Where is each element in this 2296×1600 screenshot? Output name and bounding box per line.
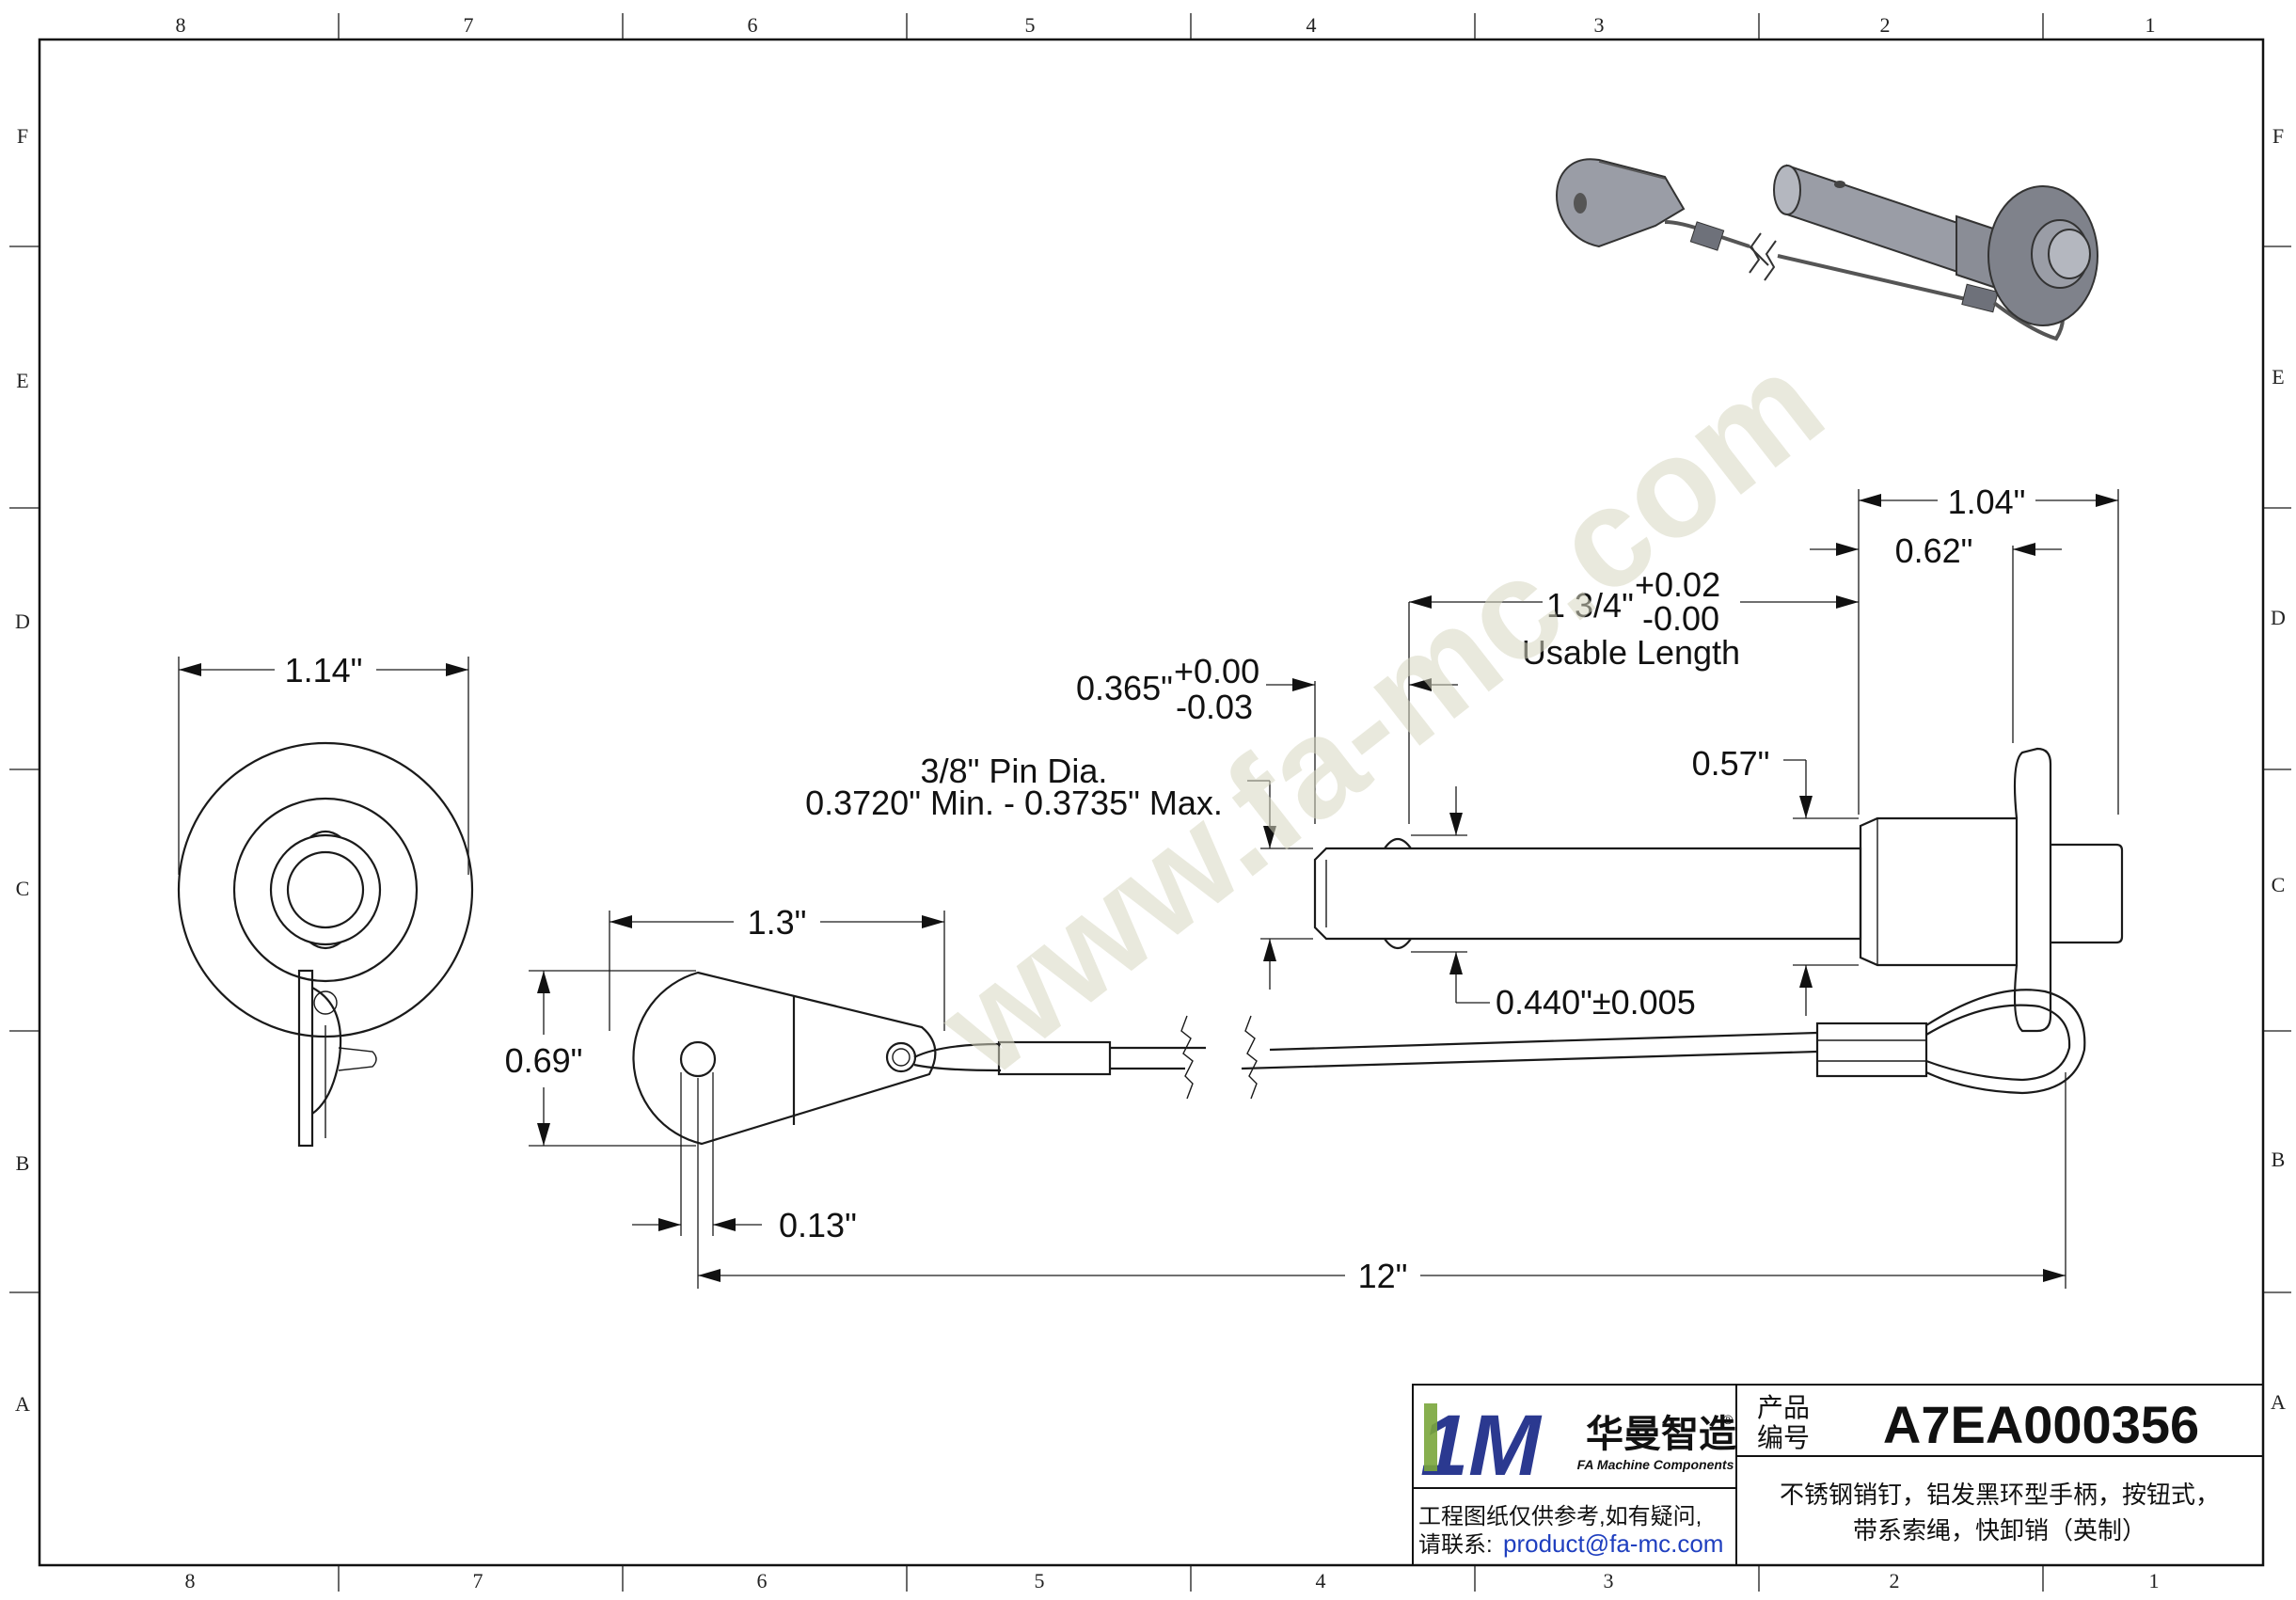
zone-col-bottom-1: 1: [2149, 1569, 2160, 1592]
zone-row-right-F: F: [2272, 124, 2284, 148]
zone-row-left-E: E: [16, 369, 28, 392]
side-view-cable: [913, 989, 2086, 1100]
zone-row-left-B: B: [16, 1151, 30, 1175]
zone-row-right-C: C: [2272, 873, 2286, 896]
part-number: A7EA000356: [1883, 1395, 2199, 1454]
zone-row-left-F: F: [17, 124, 28, 148]
product-label-2: 编号: [1757, 1423, 1810, 1452]
zone-col-bottom-7: 7: [473, 1569, 483, 1592]
dim-label-collar-dia: 0.57": [1692, 744, 1770, 783]
zone-col-bottom-5: 5: [1035, 1569, 1045, 1592]
zone-col-top-1: 1: [2146, 13, 2156, 37]
side-view-handle: [632, 971, 937, 1146]
zone-col-bottom-3: 3: [1604, 1569, 1614, 1592]
zone-col-top-2: 2: [1880, 13, 1891, 37]
dim-label-cable-length: 12": [1358, 1257, 1408, 1295]
dim-label-pin-dia-2: 0.3720" Min. - 0.3735" Max.: [805, 784, 1223, 822]
watermark: www.fa-mc.com: [910, 323, 1851, 1106]
zone-col-top-6: 6: [748, 13, 758, 37]
zone-col-top-8: 8: [176, 13, 186, 37]
zone-row-right-E: E: [2272, 365, 2284, 388]
note-line-1: 工程图纸仅供参考,如有疑问,: [1418, 1504, 1702, 1529]
description-line-1: 不锈钢销钉，铝发黑环型手柄，按钮式，: [1780, 1481, 2220, 1509]
zone-col-top-5: 5: [1025, 13, 1036, 37]
logo-sub: FA Machine Components: [1577, 1457, 1734, 1472]
zone-row-right-B: B: [2272, 1148, 2286, 1171]
dim-handle-length: 1.3": [609, 903, 945, 1031]
zone-row-right-D: D: [2271, 606, 2286, 629]
note-line-2-prefix: 请联系:: [1418, 1532, 1493, 1558]
dim-front-width: 1.14": [178, 651, 469, 875]
dim-label-hole-offset: 0.13": [779, 1206, 857, 1244]
dim-label-collar-length: 0.62": [1895, 531, 1973, 570]
dim-tip-length: 0.365" +0.00 -0.03: [1076, 602, 1458, 824]
logo-name: 华曼智造: [1586, 1414, 1736, 1455]
dim-label-usable-tol-minus: -0.00: [1642, 599, 1719, 638]
dim-hole-offset: 0.13": [632, 1072, 857, 1244]
dim-collar-dia: 0.57": [1692, 744, 1859, 1016]
product-label-1: 产品: [1757, 1393, 1810, 1422]
isometric-render: [1556, 158, 2098, 341]
description-line-2: 带系索绳，快卸销（英制）: [1853, 1516, 2146, 1545]
dim-label-tip-tol-minus: -0.03: [1176, 688, 1253, 726]
zone-col-bottom-2: 2: [1890, 1569, 1900, 1592]
company-logo: 1M 华曼智造 ® FA Machine Components: [1420, 1398, 1736, 1494]
zone-col-bottom-4: 4: [1316, 1569, 1326, 1592]
zone-col-bottom-6: 6: [757, 1569, 768, 1592]
dim-label-handle-height: 0.69": [505, 1041, 583, 1080]
zone-row-left-A: A: [15, 1392, 30, 1416]
dim-label-usable-length: 1 3/4": [1546, 586, 1634, 625]
dim-ball-dia: 0.440"±0.005: [1411, 786, 1696, 1022]
zone-row-right-A: A: [2271, 1390, 2286, 1414]
dim-pin-diameter: 3/8" Pin Dia. 0.3720" Min. - 0.3735" Max…: [805, 752, 1313, 990]
dim-label-tip-tol-plus: +0.00: [1174, 652, 1259, 690]
zone-col-top-7: 7: [464, 13, 474, 37]
zone-col-top-4: 4: [1306, 13, 1317, 37]
logo-registered: ®: [1723, 1412, 1734, 1427]
dim-label-tip-length: 0.365": [1076, 669, 1173, 707]
dim-cable-length: 12": [697, 1072, 2066, 1295]
drawing-border: 8 7 6 5 4 3 2 1 8 7 6 5 4 3 2 1 F E D C …: [9, 13, 2291, 1592]
side-view-pin: [1313, 747, 2124, 1033]
zone-col-top-3: 3: [1594, 13, 1605, 37]
logo-mark: 1M: [1420, 1398, 1543, 1494]
dim-label-usable-tol-plus: +0.02: [1635, 565, 1720, 604]
dim-label-pin-dia-1: 3/8" Pin Dia.: [921, 752, 1108, 790]
dim-usable-length: 1 3/4" +0.02 -0.00 Usable Length: [1409, 489, 1860, 815]
zone-col-bottom-8: 8: [185, 1569, 196, 1592]
dim-head-length: 1.04": [1859, 483, 2119, 815]
dim-label-front-width: 1.14": [285, 651, 363, 689]
front-view: [177, 741, 474, 1148]
dim-label-head-length: 1.04": [1948, 483, 2026, 521]
dim-handle-height: 0.69": [505, 970, 696, 1147]
dim-collar-length: 0.62": [1810, 531, 2062, 743]
dim-label-ball-dia: 0.440"±0.005: [1496, 983, 1696, 1022]
contact-email[interactable]: product@fa-mc.com: [1503, 1529, 1723, 1558]
zone-row-left-C: C: [16, 877, 30, 900]
dim-label-usable-caption: Usable Length: [1522, 633, 1740, 672]
zone-row-left-D: D: [15, 610, 30, 633]
dim-label-handle-length: 1.3": [748, 903, 807, 942]
title-block: 1M 华曼智造 ® FA Machine Components 产品 编号 A7…: [1412, 1384, 2264, 1566]
